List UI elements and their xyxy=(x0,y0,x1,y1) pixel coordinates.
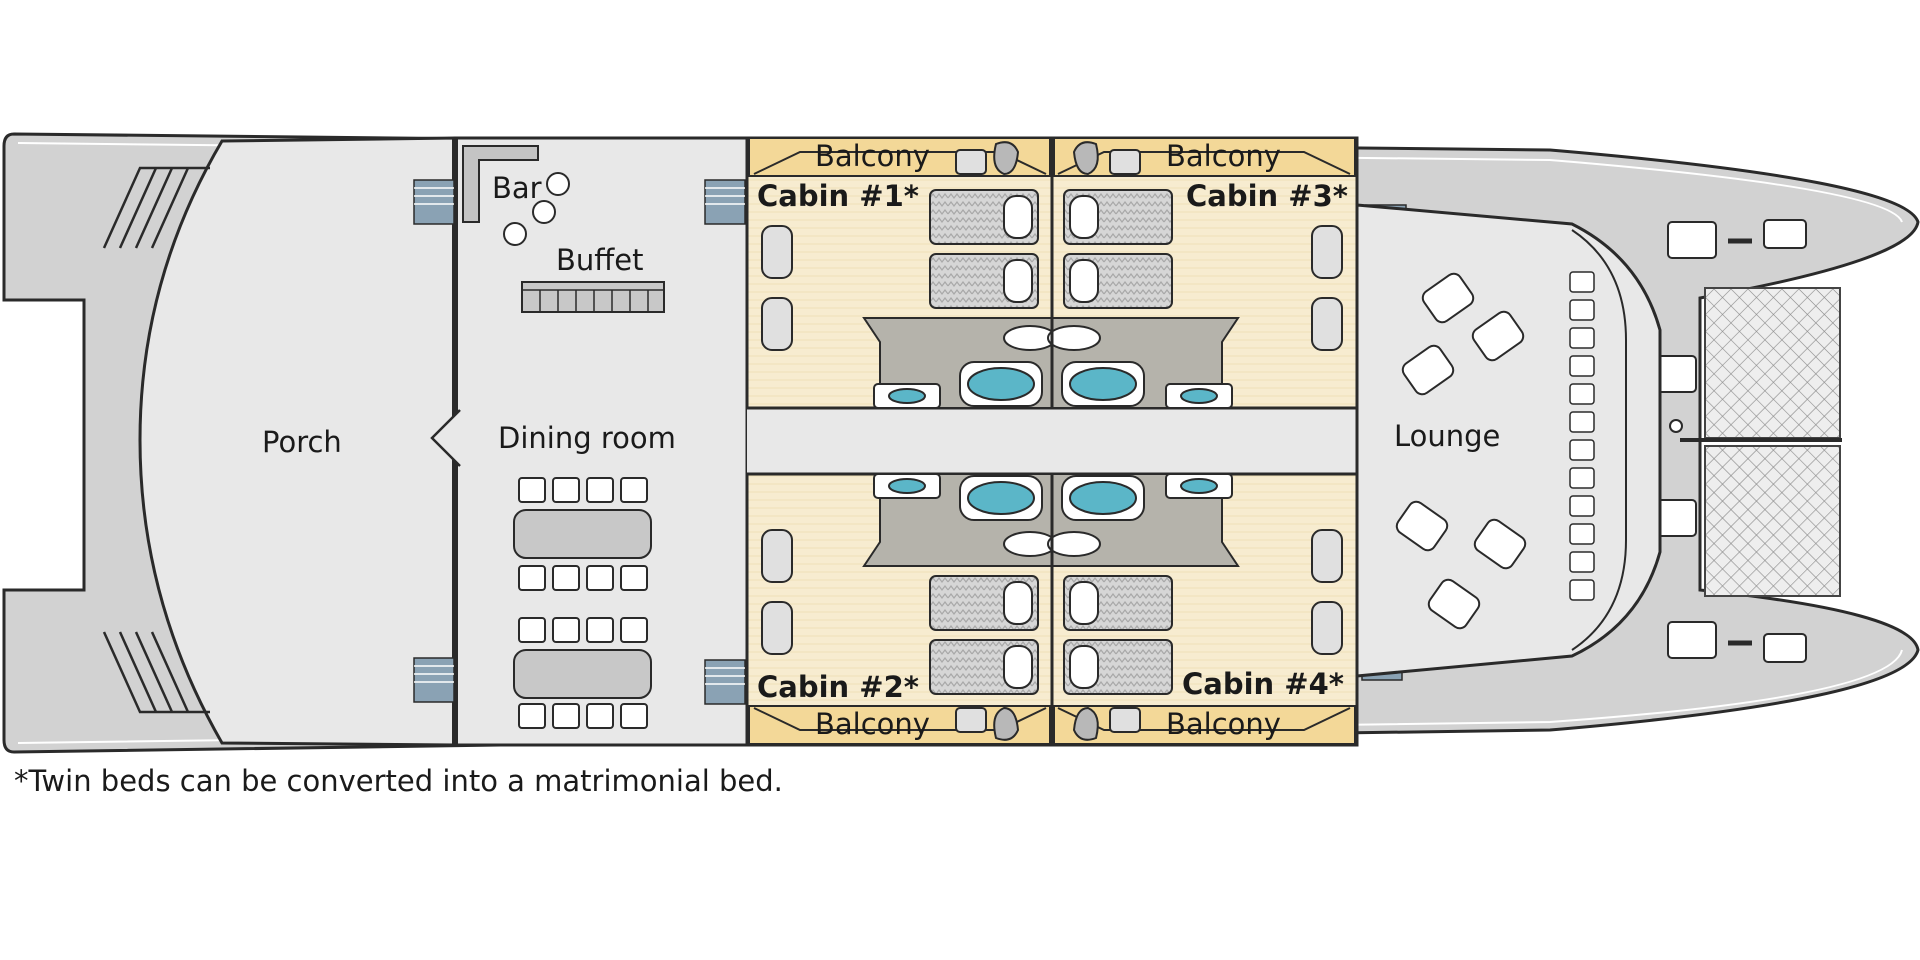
porch-steps-bottom xyxy=(102,631,210,714)
bath-fixtures xyxy=(873,325,1233,557)
balcony-label-2: Balcony xyxy=(815,707,930,741)
porch-area xyxy=(138,136,457,747)
bar-counter xyxy=(462,145,539,223)
pillows xyxy=(1003,195,1099,689)
balcony-label-3: Balcony xyxy=(1166,139,1281,173)
cabin-4-label: Cabin #4* xyxy=(1182,667,1344,701)
buffet-label: Buffet xyxy=(556,243,643,277)
cabin-3-label: Cabin #3* xyxy=(1186,179,1348,213)
net-bottom xyxy=(1704,445,1841,597)
dining-chairs xyxy=(518,477,648,729)
cabin-1-label: Cabin #1* xyxy=(757,179,919,213)
lounge-label: Lounge xyxy=(1394,419,1500,453)
porch-steps-top xyxy=(102,166,210,249)
lounge-armchairs xyxy=(1395,272,1527,630)
net-top xyxy=(1704,287,1841,439)
balcony-furniture xyxy=(955,141,1141,741)
cabin-2-label: Cabin #2* xyxy=(757,670,919,704)
balcony-label-4: Balcony xyxy=(1166,707,1281,741)
dining-room-label: Dining room xyxy=(498,421,676,455)
dining-tables xyxy=(513,509,652,699)
porch-label: Porch xyxy=(262,425,342,459)
cabin-chairs xyxy=(761,225,1343,655)
lounge-sofa xyxy=(1569,271,1595,601)
buffet-counter xyxy=(521,281,665,313)
bar-stools xyxy=(503,172,570,246)
footnote: *Twin beds can be converted into a matri… xyxy=(14,764,783,798)
bar-label: Bar xyxy=(492,171,542,205)
corridor xyxy=(747,408,1357,474)
balcony-label-1: Balcony xyxy=(815,139,930,173)
